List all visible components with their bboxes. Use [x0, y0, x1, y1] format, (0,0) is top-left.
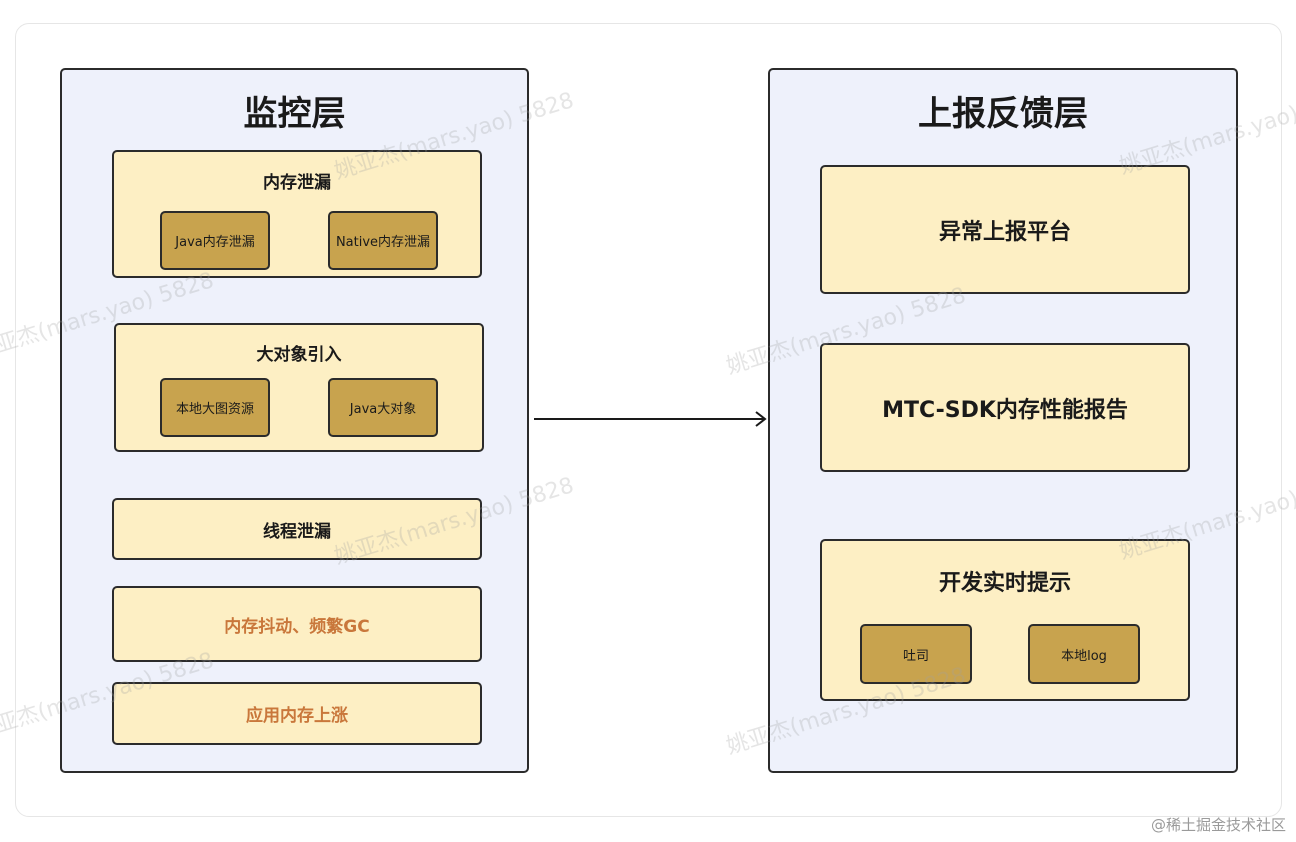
dev-hint-box: 开发实时提示 吐司 本地log	[820, 539, 1190, 701]
report-layer-panel: 上报反馈层 异常上报平台 MTC-SDK内存性能报告 开发实时提示 吐司 本地l…	[768, 68, 1238, 773]
footer-credit: @稀土掘金技术社区	[1150, 816, 1286, 834]
sdk-report-label: MTC-SDK内存性能报告	[882, 397, 1128, 423]
sdk-report-box: MTC-SDK内存性能报告	[820, 343, 1190, 472]
memory-rise-box: 应用内存上涨	[112, 682, 482, 745]
dev-hint-title: 开发实时提示	[938, 571, 1071, 596]
report-layer-title: 上报反馈层	[918, 94, 1088, 134]
monitor-layer-title: 监控层	[243, 94, 346, 134]
exception-platform-box: 异常上报平台	[820, 165, 1190, 294]
local-log-chip: 本地log	[1028, 624, 1140, 684]
local-large-image-chip: 本地大图资源	[160, 378, 270, 437]
large-object-box: 大对象引入 本地大图资源 Java大对象	[114, 323, 484, 452]
java-memory-leak-chip: Java内存泄漏	[160, 211, 270, 270]
java-large-object-chip: Java大对象	[328, 378, 438, 437]
monitor-layer-panel: 监控层 内存泄漏 Java内存泄漏 Native内存泄漏 大对象引入 本地大图资…	[60, 68, 529, 773]
memory-jitter-label: 内存抖动、频繁GC	[224, 616, 370, 637]
exception-platform-label: 异常上报平台	[938, 219, 1071, 245]
thread-leak-box: 线程泄漏	[112, 498, 482, 560]
thread-leak-label: 线程泄漏	[263, 521, 331, 542]
flow-arrow	[534, 411, 767, 427]
memory-jitter-box: 内存抖动、频繁GC	[112, 586, 482, 662]
flow-arrow-head	[755, 411, 767, 427]
memory-leak-title: 内存泄漏	[263, 173, 331, 193]
toast-chip: 吐司	[860, 624, 972, 684]
memory-rise-label: 应用内存上涨	[246, 706, 348, 726]
memory-leak-box: 内存泄漏 Java内存泄漏 Native内存泄漏	[112, 150, 482, 278]
native-memory-leak-chip: Native内存泄漏	[328, 211, 438, 270]
large-object-title: 大对象引入	[256, 345, 342, 365]
